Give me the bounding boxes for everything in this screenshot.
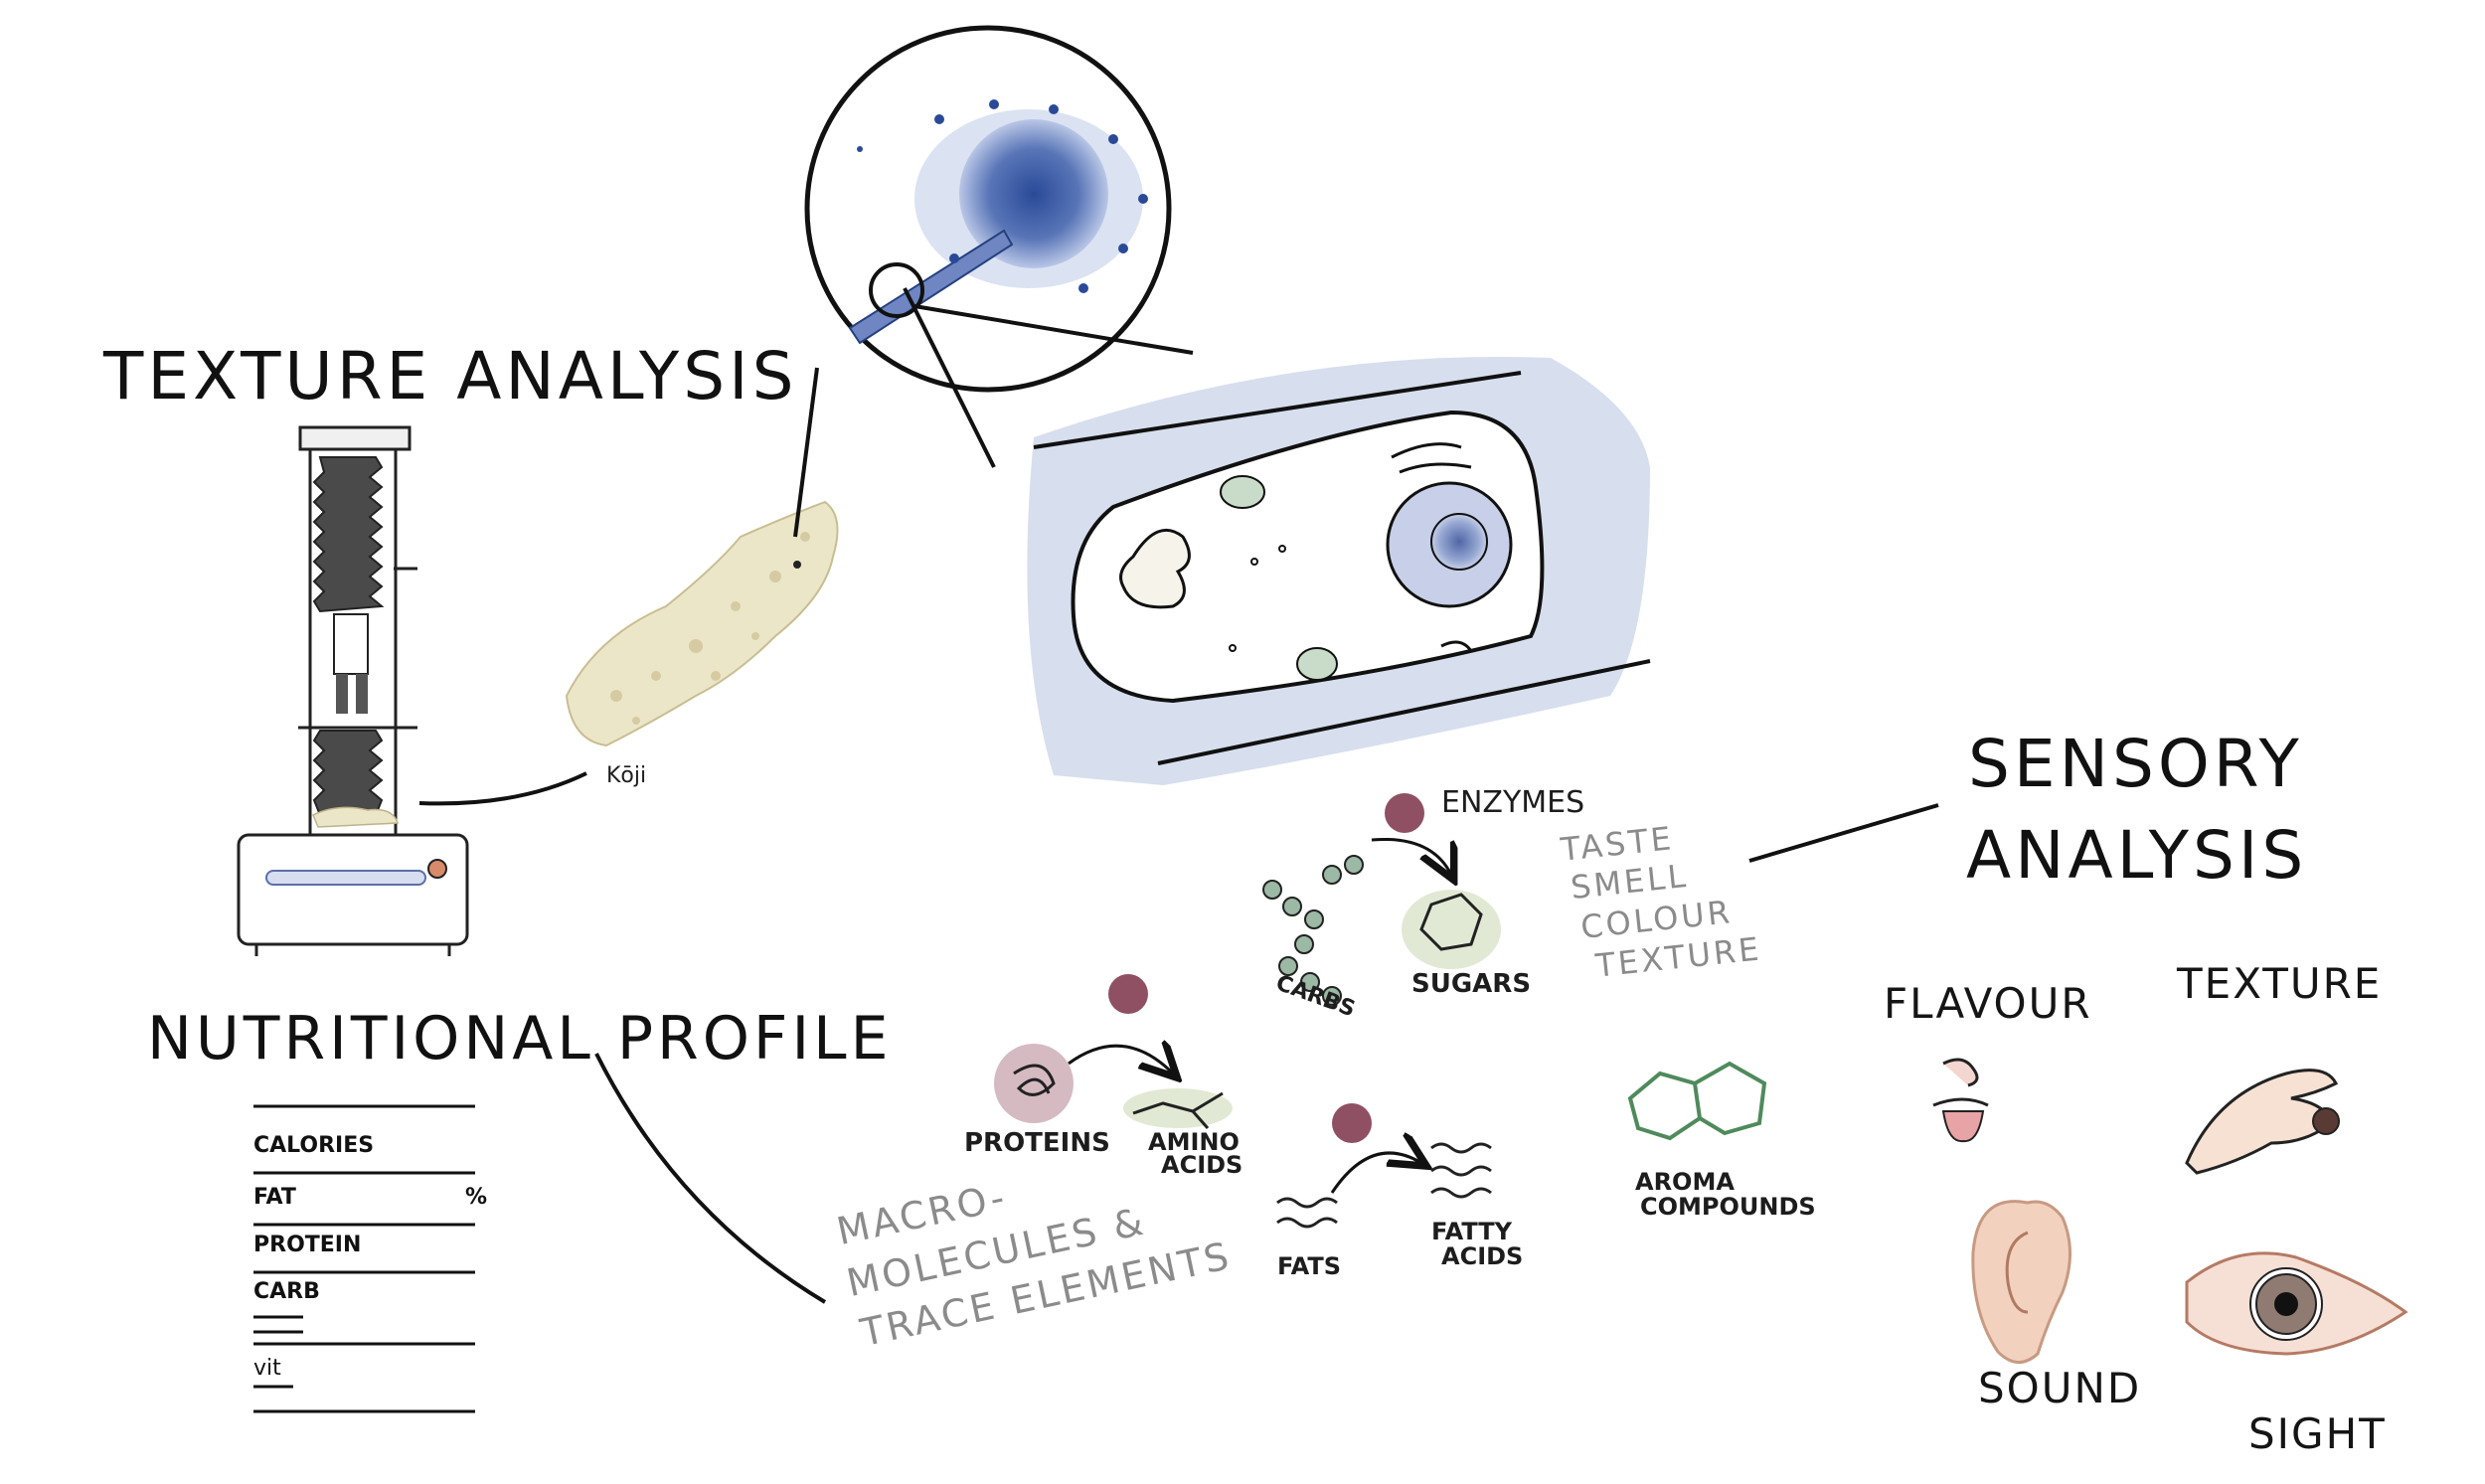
texture-analysis-heading: TEXTURE ANALYSIS xyxy=(103,338,798,414)
nutrition-fat: FAT xyxy=(253,1185,296,1210)
cell-icon xyxy=(1027,357,1651,785)
nutrition-percent: % xyxy=(465,1185,488,1210)
fatty-label-line2: ACIDS xyxy=(1441,1242,1524,1270)
amino-label-line2: ACIDS xyxy=(1161,1151,1243,1179)
protein-icon xyxy=(994,1044,1074,1123)
nutrition-calories: CALORIES xyxy=(253,1133,375,1158)
sensory-heading-line2: ANALYSIS xyxy=(1966,817,2308,894)
nutrition-table-lines xyxy=(253,1104,475,1413)
aroma-label-line1: AROMA xyxy=(1635,1168,1735,1196)
texture-analyser-icon xyxy=(237,425,469,956)
aroma-label-line2: COMPOUNDS xyxy=(1640,1193,1816,1221)
nutrition-carb: CARB xyxy=(253,1279,320,1304)
carb-chain-icon xyxy=(1262,855,1364,1006)
sensory-heading-line1: SENSORY xyxy=(1968,726,2303,802)
koji-icon xyxy=(565,500,839,747)
fungus-spore-icon xyxy=(804,25,1172,393)
nose-mouth-icon xyxy=(1932,1058,1989,1143)
nutrition-vit: vit xyxy=(253,1356,281,1381)
amino-acid-icon xyxy=(1123,1088,1233,1129)
fatty-label-line1: FATTY xyxy=(1431,1218,1513,1245)
sugars-label: SUGARS xyxy=(1411,969,1532,999)
sight-label: SIGHT xyxy=(2248,1409,2387,1458)
proteins-label: PROTEINS xyxy=(964,1128,1110,1158)
fat-icon xyxy=(1276,1197,1338,1229)
texture-sense-label: TEXTURE xyxy=(2177,959,2383,1008)
sugar-ring-icon xyxy=(1402,890,1501,969)
sound-label: SOUND xyxy=(1978,1364,2142,1412)
aroma-compound-icon xyxy=(1627,1061,1767,1141)
flavour-label: FLAVOUR xyxy=(1884,979,2092,1028)
eye-icon xyxy=(2185,1251,2408,1356)
nutrition-protein: PROTEIN xyxy=(253,1233,362,1257)
enzyme-icon xyxy=(1108,793,1424,1143)
enzymes-label: ENZYMES xyxy=(1441,785,1585,820)
nutritional-profile-heading: NUTRITIONAL PROFILE xyxy=(147,1004,893,1073)
koji-label: Kōji xyxy=(606,763,647,788)
ear-icon xyxy=(1971,1200,2071,1364)
hand-pinch-icon xyxy=(2185,1069,2340,1175)
fats-label: FATS xyxy=(1277,1252,1342,1280)
amino-label-line1: AMINO xyxy=(1148,1128,1240,1156)
fatty-acid-icon xyxy=(1430,1142,1492,1199)
